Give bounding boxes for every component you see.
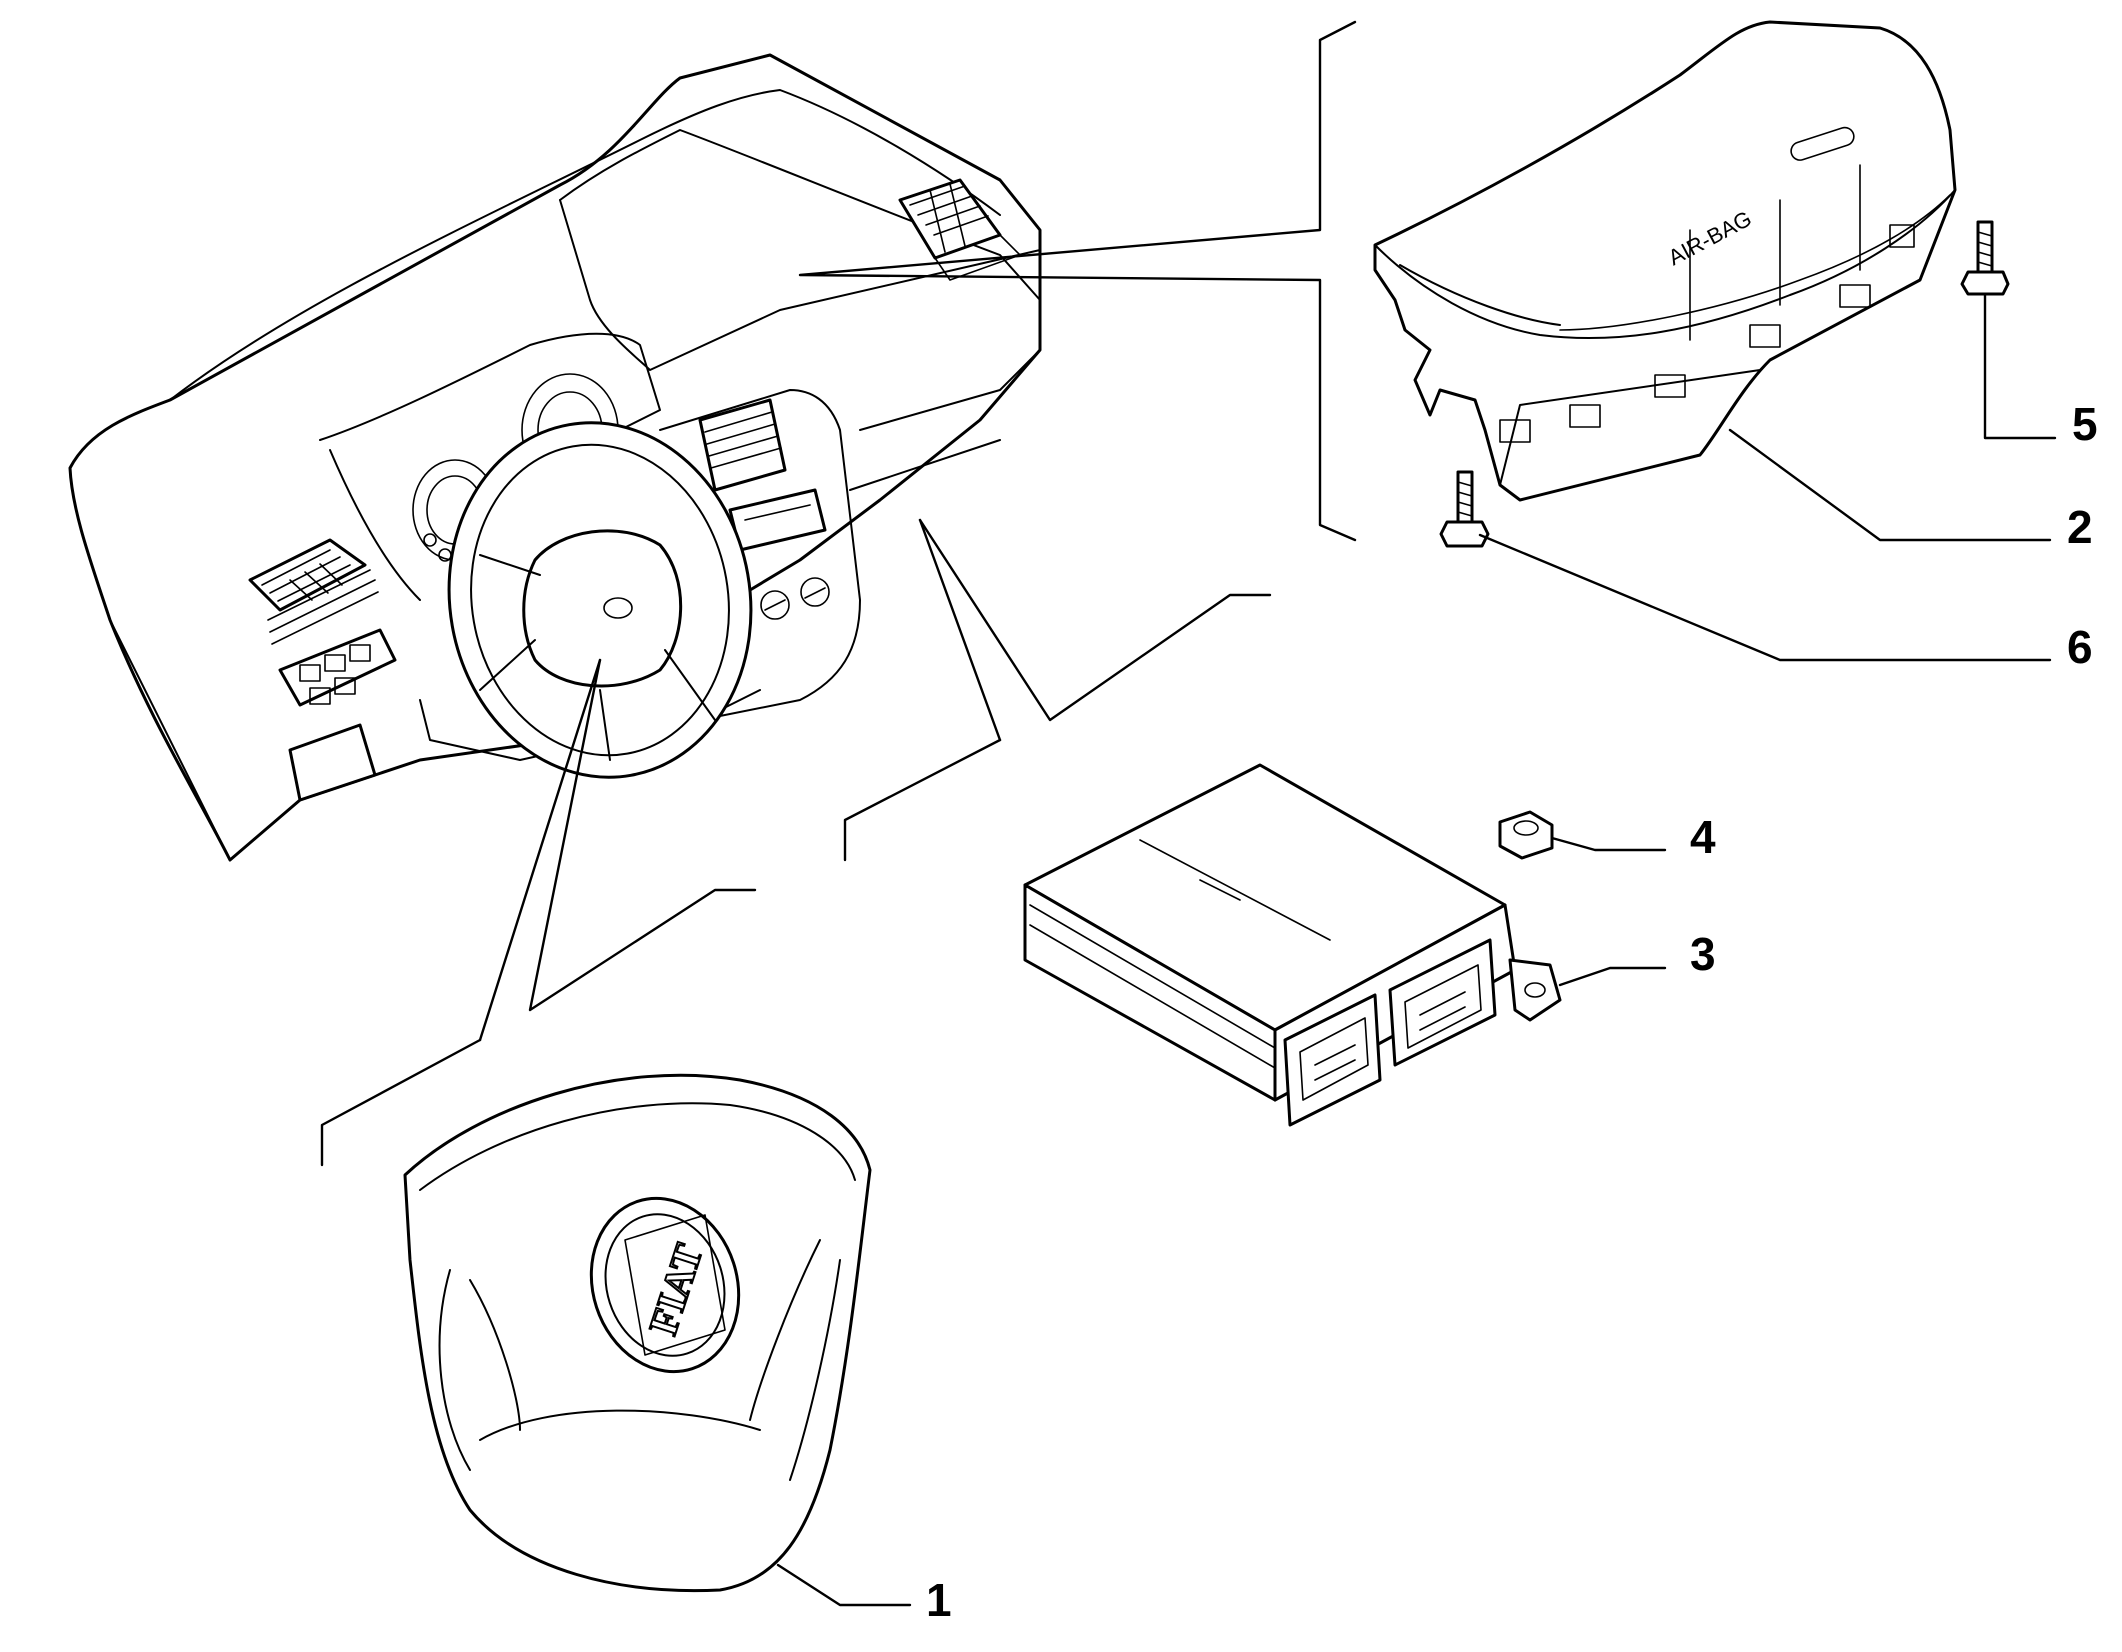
passenger-airbag-module: AIR-BAG [1373,20,1957,502]
airbag-control-unit [1023,763,1562,1127]
callout-leaders [320,20,2057,1607]
callout-label-3: 3 [1690,928,1716,980]
dashboard-assembly [68,53,1042,862]
bolt-part-5 [1960,220,2010,296]
bolt-part-6 [1439,470,1490,548]
callout-labels: 1 2 3 4 5 6 [926,398,2098,1626]
callout-label-1: 1 [926,1574,952,1626]
callout-label-2: 2 [2067,501,2093,553]
steering-wheel [447,421,753,779]
callout-label-6: 6 [2067,621,2093,673]
callout-label-4: 4 [1690,811,1716,863]
driver-airbag-module: FIAT [403,1073,872,1593]
callout-label-5: 5 [2072,398,2098,450]
nut-part-4 [1498,810,1554,860]
